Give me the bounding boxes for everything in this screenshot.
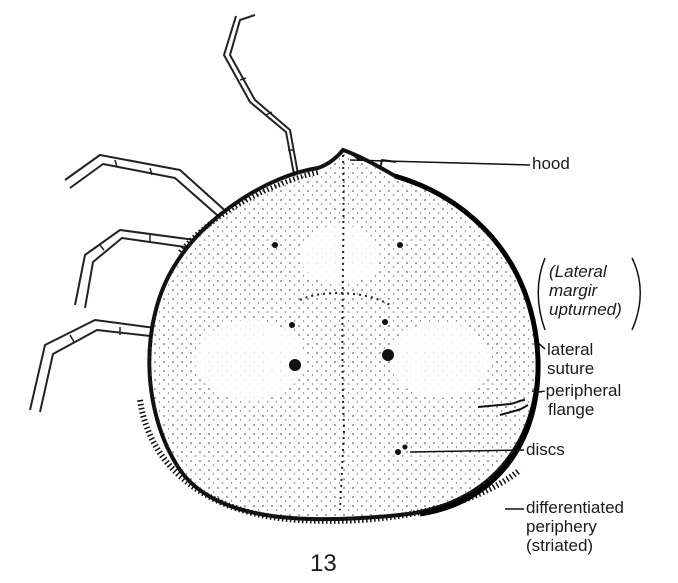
lateral-suture-label: lateral suture — [547, 340, 594, 378]
differentiated-periphery-label: differentiated periphery (striated) — [526, 498, 624, 555]
idiosoma — [140, 140, 560, 530]
leg-2 — [65, 155, 230, 215]
lateral-margin-note: (Lateral margir upturned) — [549, 262, 622, 319]
peripheral-flange-label: -peripheral flange — [540, 381, 621, 419]
leg-1 — [230, 15, 300, 185]
discs-label: discs — [526, 440, 565, 459]
hood-label: hood — [532, 154, 570, 173]
figure-number: 13 — [310, 550, 337, 578]
